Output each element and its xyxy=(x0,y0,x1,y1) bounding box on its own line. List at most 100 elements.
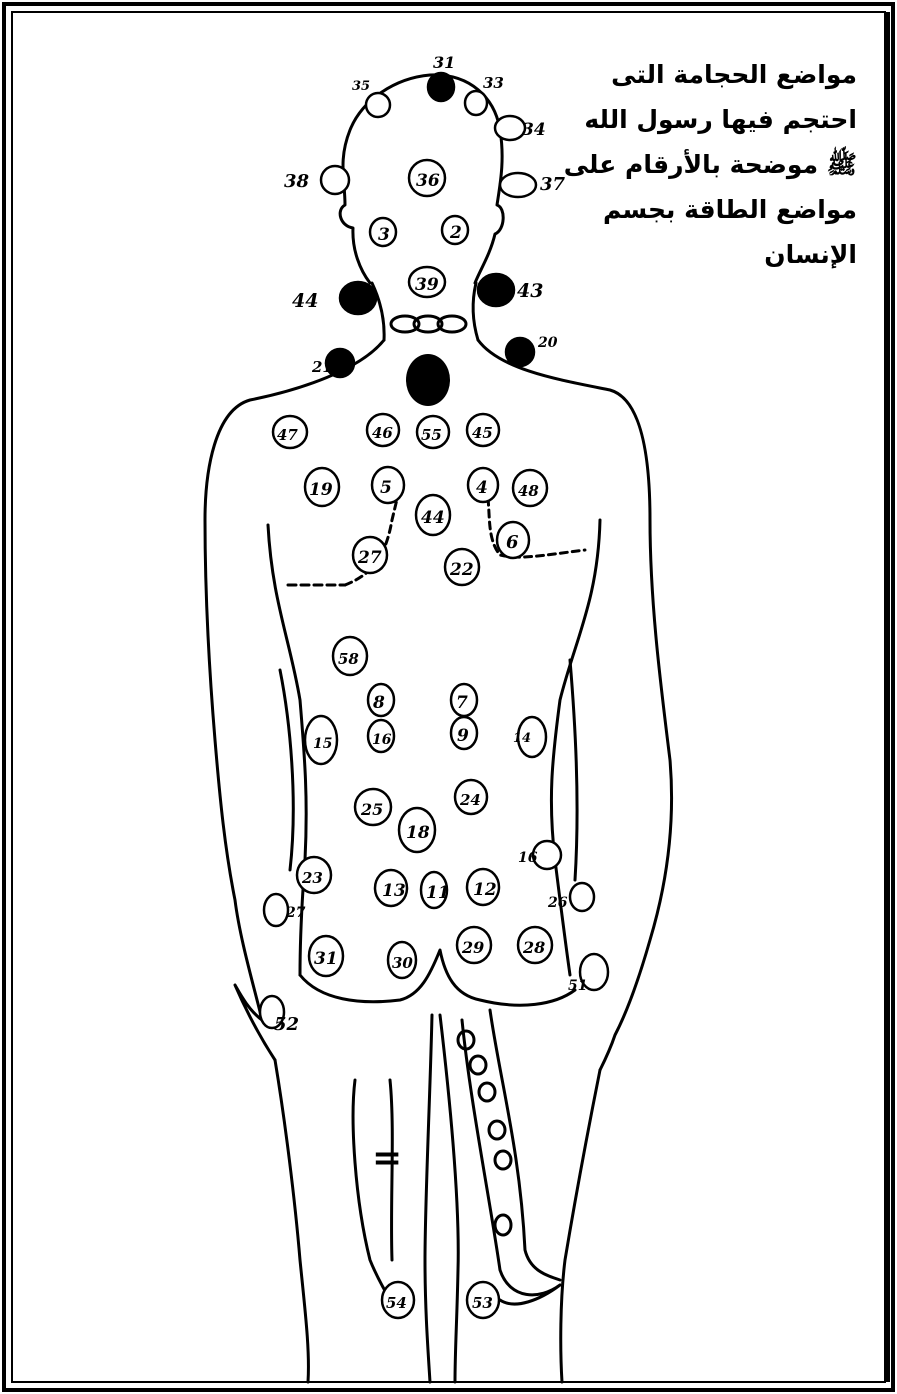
cupping-point: 3 xyxy=(370,218,396,246)
cupping-point: 5 xyxy=(372,467,404,503)
cupping-point: 21 xyxy=(311,349,354,377)
cupping-point-mark xyxy=(264,894,288,926)
cupping-point-label: 46 xyxy=(372,424,393,442)
cupping-point: 53 xyxy=(467,1282,499,1318)
cupping-point: 54 xyxy=(382,1282,414,1318)
cupping-point-label: 2 xyxy=(449,223,462,243)
cupping-point: 36 xyxy=(409,160,445,196)
cupping-point: 4 xyxy=(468,468,498,502)
cupping-point-mark xyxy=(321,166,349,194)
cupping-point: 11 xyxy=(421,872,450,908)
cupping-point-label: 3 xyxy=(378,225,390,245)
cupping-point-label: 54 xyxy=(386,1294,407,1312)
cupping-point: 52 xyxy=(260,996,299,1035)
cupping-point-label: 22 xyxy=(449,560,474,580)
cupping-point: 2 xyxy=(442,216,468,244)
cupping-point-label: 52 xyxy=(274,1014,299,1035)
caption-line-5: الإنسان xyxy=(557,232,857,277)
cupping-point-label: 44 xyxy=(421,508,445,528)
cupping-point-label: 47 xyxy=(277,426,298,444)
cupping-point-mark xyxy=(366,93,390,117)
cupping-point-label: 7 xyxy=(456,693,468,713)
cupping-point-label: 38 xyxy=(284,171,310,192)
cupping-point-label: 45 xyxy=(472,424,493,442)
cupping-point-label: 44 xyxy=(292,290,318,312)
cupping-point-mark xyxy=(500,173,536,197)
cupping-point-label: 9 xyxy=(457,726,469,746)
cupping-point-label: 15 xyxy=(313,736,332,752)
leg-dot xyxy=(470,1056,486,1074)
cupping-point-filled-mark xyxy=(428,73,454,101)
cupping-point-label: 16 xyxy=(372,732,392,748)
cupping-point: 39 xyxy=(409,267,445,297)
cupping-point: 27 xyxy=(353,537,387,573)
cupping-point-label: 53 xyxy=(472,1294,493,1312)
cupping-point: 30 xyxy=(388,942,416,978)
cupping-point-filled-mark xyxy=(478,274,514,306)
leg-dot xyxy=(495,1151,511,1169)
upper-back-filled-mark xyxy=(406,354,450,406)
cupping-point: 9 xyxy=(451,717,477,749)
cupping-point-label: 51 xyxy=(568,978,587,994)
cupping-point-label: 24 xyxy=(459,791,481,809)
cupping-point-label: 27 xyxy=(357,548,382,568)
cupping-point: 43 xyxy=(478,274,543,306)
cupping-point-label: 18 xyxy=(406,823,430,843)
cupping-point-filled-mark xyxy=(506,338,534,366)
cupping-point: 31 xyxy=(428,53,455,101)
cupping-point: 55 xyxy=(417,416,449,448)
caption-line-4: مواضع الطاقة بجسم xyxy=(557,187,857,232)
cupping-point: 35 xyxy=(352,79,390,117)
cupping-point-mark xyxy=(465,91,487,115)
cupping-point: 44 xyxy=(416,495,450,535)
cupping-point: 24 xyxy=(455,780,487,814)
cupping-point: 47 xyxy=(273,416,307,448)
cupping-point: 27 xyxy=(264,894,306,926)
cupping-point-label: 4 xyxy=(476,478,488,498)
cupping-point: 23 xyxy=(297,857,331,893)
cupping-point-label: 39 xyxy=(415,275,439,295)
cupping-point-label: 19 xyxy=(309,480,333,500)
cupping-points: 3531333438373632394443212047465545195448… xyxy=(260,53,608,1318)
caption-line-3: ﷺ موضحة بالأرقام على xyxy=(557,142,857,187)
cupping-point: 58 xyxy=(333,637,367,675)
cupping-point-label: 31 xyxy=(433,53,455,72)
cupping-point-label: 25 xyxy=(360,800,383,819)
cupping-point: 31 xyxy=(309,936,343,976)
cupping-point-label: 21 xyxy=(311,358,333,376)
left-calf xyxy=(353,1080,392,1300)
cupping-point-label: 14 xyxy=(513,731,531,746)
cupping-point: 19 xyxy=(305,468,339,506)
cupping-point-label: 33 xyxy=(483,74,504,92)
cupping-point: 38 xyxy=(284,166,349,194)
cupping-point: 12 xyxy=(467,869,499,905)
cupping-point-label: 35 xyxy=(352,79,370,94)
leg-equals-mark: = xyxy=(372,1137,402,1179)
cupping-point-mark xyxy=(570,883,594,911)
cupping-point: 20 xyxy=(506,335,558,366)
cupping-point-label: 5 xyxy=(380,478,392,498)
cupping-point: 22 xyxy=(445,549,479,585)
left-outer-leg xyxy=(275,1060,308,1382)
caption-line-2: احتجم فيها رسول الله xyxy=(557,97,857,142)
cupping-point: 51 xyxy=(568,954,608,994)
cupping-point-label: 34 xyxy=(522,120,546,140)
cupping-point-label: 31 xyxy=(314,949,338,969)
cupping-point: 34 xyxy=(495,116,546,140)
inner-leg-left xyxy=(425,1015,432,1382)
cupping-point: 16 xyxy=(518,841,561,869)
leg-dot xyxy=(479,1083,495,1101)
cupping-point: 45 xyxy=(467,414,499,446)
cupping-point-label: 30 xyxy=(392,954,413,972)
cupping-point: 29 xyxy=(457,927,491,963)
cupping-point: 26 xyxy=(547,883,594,911)
cupping-point-label: 29 xyxy=(461,938,484,957)
cupping-point-label: 23 xyxy=(301,869,323,887)
cupping-point-label: 16 xyxy=(518,850,538,866)
diagram-caption: مواضع الحجامة التى احتجم فيها رسول الله … xyxy=(557,52,857,277)
cupping-point-label: 36 xyxy=(416,171,440,191)
cupping-point-label: 55 xyxy=(421,426,442,444)
cupping-point-label: 12 xyxy=(473,880,497,900)
cupping-point: 18 xyxy=(399,808,435,852)
inner-leg-right xyxy=(440,1015,458,1382)
